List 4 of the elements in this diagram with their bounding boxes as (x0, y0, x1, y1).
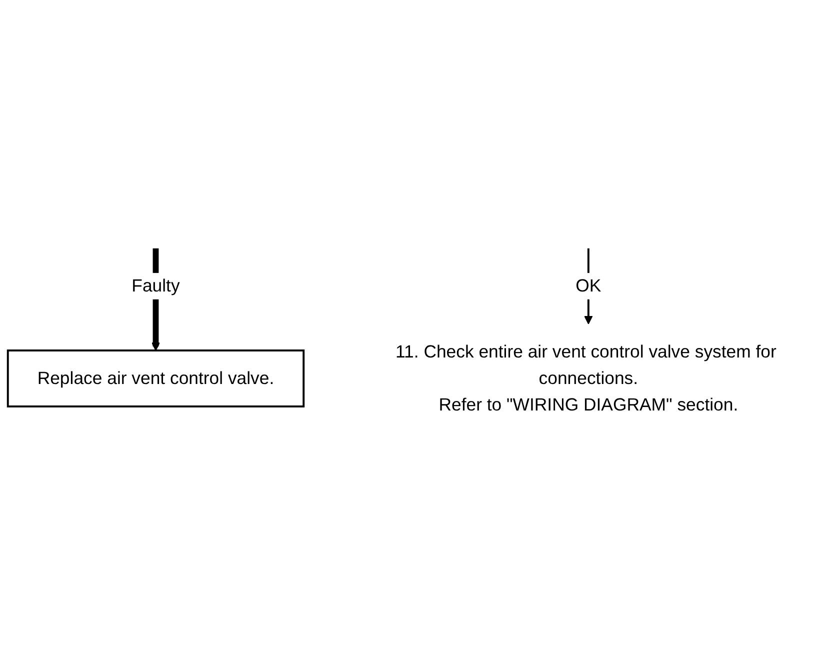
node-box: Replace air vent control valve. (6, 349, 305, 408)
node-text: 11. Check entire air vent control valve system for connections. Refer to "WIRING DIAGRAM" section. (396, 341, 776, 414)
edge-label: OK (576, 275, 602, 296)
edge-label: Faulty (132, 275, 180, 296)
